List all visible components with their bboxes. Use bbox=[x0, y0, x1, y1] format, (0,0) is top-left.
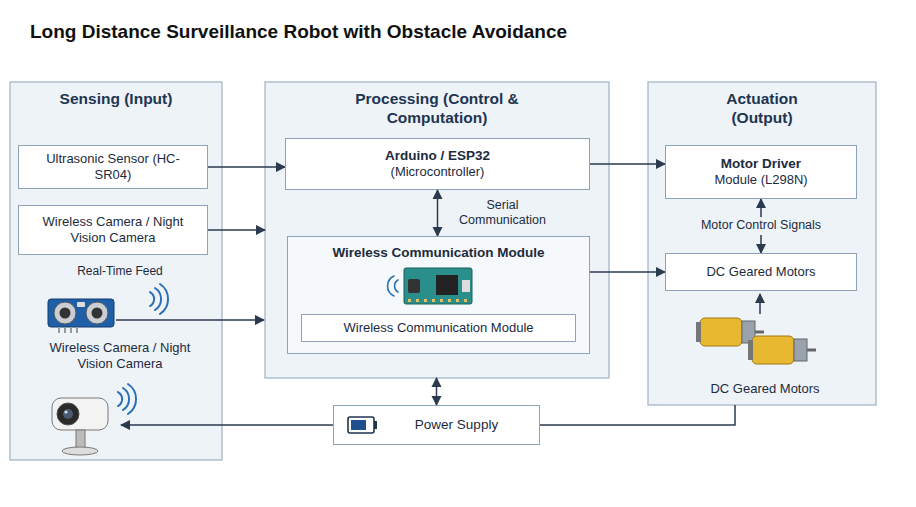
box-text: (Microcontroller) bbox=[391, 164, 485, 180]
ultrasonic-sensor-picture bbox=[48, 299, 114, 333]
battery-icon bbox=[348, 417, 377, 433]
box-text: Arduino / ESP32 bbox=[385, 148, 490, 164]
component-box: Wireless Communication ModuleWireless Co… bbox=[287, 236, 590, 354]
box-text: Wireless Communication Module bbox=[343, 320, 533, 336]
wireless-signal bbox=[150, 284, 168, 314]
power-ground bbox=[333, 405, 540, 445]
connector-label: Motor Control Signals bbox=[698, 217, 824, 234]
component-box: DC Geared Motors bbox=[665, 253, 857, 291]
component-box: Ultrasonic Sensor (HC-SR04) bbox=[18, 145, 208, 189]
panel-ground bbox=[265, 82, 609, 378]
dc-motor-picture bbox=[696, 318, 816, 364]
box-text: Wireless Communication Module bbox=[332, 245, 544, 261]
panel-ground bbox=[10, 82, 222, 460]
component-box: Wireless Communication Module bbox=[301, 314, 576, 342]
connector-arrow bbox=[437, 190, 439, 236]
connector-arrow bbox=[436, 378, 438, 405]
component-box: Power Supply bbox=[333, 405, 540, 445]
connector-arrow bbox=[590, 163, 665, 165]
component-box: Wireless Camera / Night Vision Camera bbox=[18, 205, 208, 255]
panel-heading: Actuation (Output) bbox=[707, 90, 817, 128]
connector-arrow bbox=[208, 229, 265, 231]
wireless-signal bbox=[118, 384, 136, 414]
connector-arrow bbox=[540, 405, 735, 425]
panel-ground bbox=[648, 82, 876, 405]
panel-heading: Processing (Control & Computation) bbox=[332, 90, 542, 128]
connector-arrow bbox=[208, 166, 285, 168]
caption-label: Wireless Camera / Night Vision Camera bbox=[35, 340, 205, 372]
power-wire bbox=[121, 424, 333, 426]
box-text: Ultrasonic Sensor (HC-SR04) bbox=[38, 151, 188, 183]
diagram-title: Long Distance Surveillance Robot with Ob… bbox=[30, 20, 567, 43]
box-text: DC Geared Motors bbox=[706, 264, 815, 280]
motor-arrow bbox=[759, 294, 761, 314]
feed-arrow bbox=[116, 319, 264, 321]
component-box: Motor DriverModule (L298N) bbox=[665, 145, 857, 199]
wireless-module-picture bbox=[404, 268, 472, 304]
connector-arrow bbox=[590, 271, 665, 273]
component-box: Arduino / ESP32(Microcontroller) bbox=[285, 138, 590, 190]
stage-panel: Processing (Control & Computation) Arduin… bbox=[265, 82, 609, 378]
wireless-signal bbox=[388, 276, 398, 296]
caption-label: DC Geared Motors bbox=[710, 381, 819, 397]
module-ground bbox=[287, 236, 590, 354]
camera-picture bbox=[52, 398, 108, 455]
box-text: Motor Driver bbox=[721, 156, 801, 172]
connector-label: Serial Communication bbox=[450, 197, 556, 230]
stage-panel: Actuation (Output) Motor DriverModule (L2… bbox=[648, 82, 876, 405]
box-text: Wireless Camera / Night Vision Camera bbox=[33, 214, 193, 246]
panel-heading: Sensing (Input) bbox=[60, 90, 173, 109]
box-text: Power Supply bbox=[415, 417, 498, 433]
box-text: Module (L298N) bbox=[714, 172, 807, 188]
caption-label: Real-Time Feed bbox=[77, 264, 163, 279]
